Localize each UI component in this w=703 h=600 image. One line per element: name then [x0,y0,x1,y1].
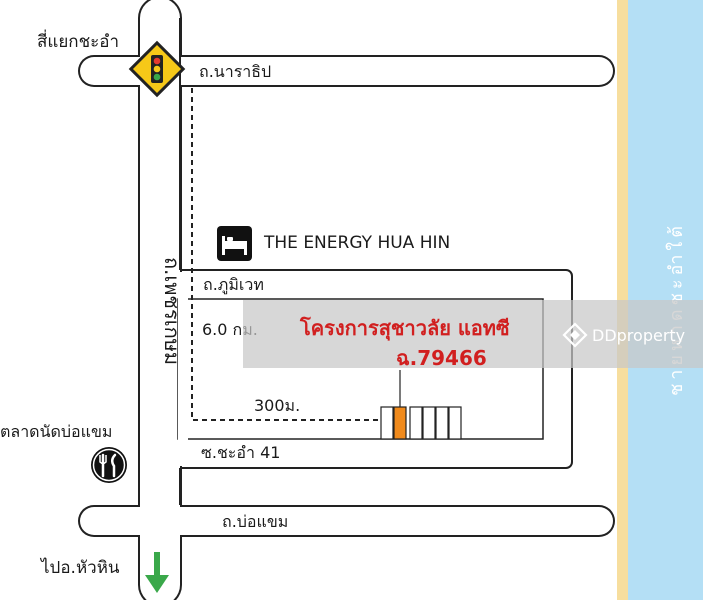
road-label-phumiwet: ถ.ภูมิเวท [203,275,264,294]
project-banner [243,300,703,368]
restaurant-icon [91,447,127,483]
market-label: ตลาดนัดบ่อแขม [0,422,113,441]
direction-label: ไปอ.หัวหิน [41,558,120,578]
watermark-text: DDproperty [592,325,686,345]
ddproperty-watermark: DDproperty [562,322,685,348]
road-label-narathip: ถ.นาราธิป [199,62,272,81]
loop-join-mask [178,272,188,466]
hotel-label: THE ENERGY HUA HIN [264,233,451,253]
traffic-light-icon [128,40,186,98]
intersection-label: สี่แยกชะอำ [37,32,120,52]
project-units [380,406,462,440]
ddproperty-logo-icon [562,322,588,348]
road-label-phetkasem: ถ.เพชรเกษม [160,256,185,366]
hotel-bed-icon [217,226,252,261]
project-name-label: โครงการสุชาวลัย แอทซี [300,316,510,340]
road-label-soi-cha-am-41: ซ.ชะอำ 41 [201,443,281,462]
project-road-label: ฉ.79466 [396,346,487,370]
road-label-bo-khaem: ถ.บ่อแขม [222,512,289,531]
route-dashed-line [191,88,380,421]
arrow-down-icon [145,552,169,593]
distance-label-soi: 300ม. [254,396,301,415]
